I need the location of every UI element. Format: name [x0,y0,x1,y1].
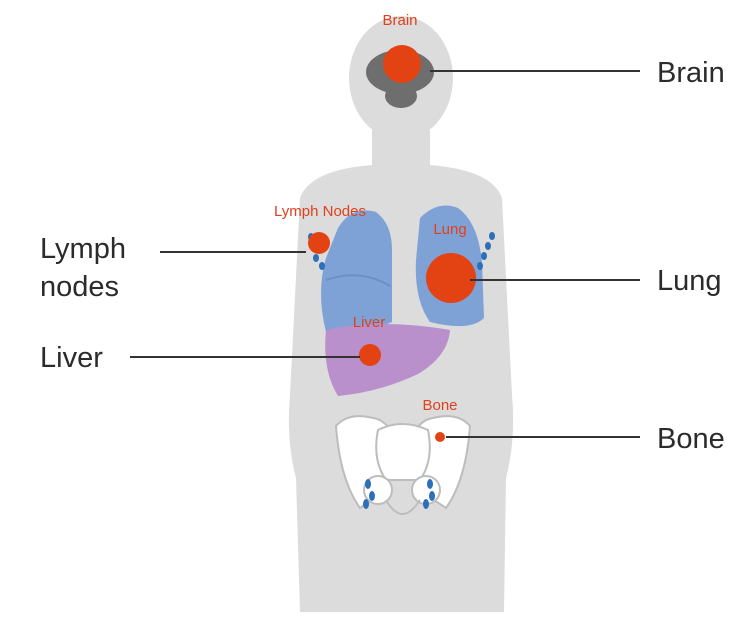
callout-lymph-line2: nodes [40,271,119,303]
lung-tumor [426,253,476,303]
liver-tumor [359,344,381,366]
callout-brain: Brain [657,57,725,89]
organ-label-bone: Bone [422,397,457,414]
callout-lung: Lung [657,265,722,297]
organ-label-lymph-nodes: Lymph Nodes [274,203,366,220]
organ-label-brain: Brain [382,12,417,29]
organ-label-liver: Liver [353,314,386,331]
bone-tumor [435,432,445,442]
brain-tumor [383,45,421,83]
lymph-tumor [308,232,330,254]
callout-bone: Bone [657,423,725,455]
callout-lymph-line1: Lymph [40,233,126,265]
callout-liver: Liver [40,342,103,374]
organ-label-lung: Lung [433,221,466,238]
